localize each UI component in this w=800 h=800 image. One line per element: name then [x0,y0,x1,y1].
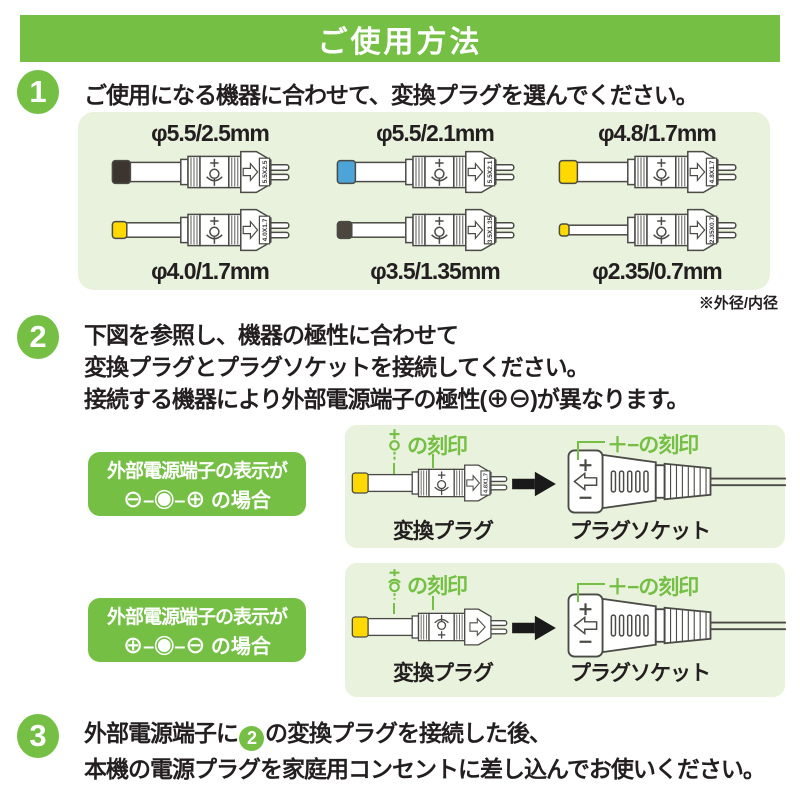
plug-size-label: φ4.8/1.7mm [598,120,717,146]
plug-size-label: φ2.35/0.7mm [592,258,722,284]
step1-badge: 1 [17,70,59,114]
step3-line1-post: の変換プラグを接続した後、 [265,720,552,746]
case2-plug-mark-label: の刻印 [407,575,468,598]
plug-socket-caption: プラグソケット [570,520,711,543]
step1-text: ご使用になる機器に合わせて、変換プラグを選んでください。 [84,82,699,108]
leader-line [393,463,395,474]
plug-illustration: 5.5X2.5 [110,148,290,196]
conversion-plug-caption: 変換プラグ [393,520,494,543]
svg-text:3.5X1.35: 3.5X1.35 [487,216,494,243]
plug-socket-caption: プラグソケット [570,662,711,685]
case2-condition-box: 外部電源端子の表示が ⊕–◉–⊖ の場合 [88,598,306,662]
step2-reference-number: 2 [246,728,257,748]
step2-text-line1: 下図を参照し、機器の極性に合わせて [84,322,459,348]
case2-socket-mark-label: ＋−の刻印 [607,576,699,599]
case1-plug-mark-label: の刻印 [407,435,468,458]
leader-line [432,596,434,610]
svg-text:4.8X1.7: 4.8X1.7 [709,160,716,183]
step3-number: 3 [29,718,47,753]
plug-selection-panel [78,112,770,290]
step3-badge: 3 [17,714,59,758]
step3-line1-pre: 外部電源端子に [84,720,239,746]
step2-text-line2: 変換プラグとプラグソケットを接続してください。 [84,354,590,380]
plug-illustration: 5.5X2.1 [335,148,515,196]
plug-size-label: φ4.0/1.7mm [151,258,270,284]
case1-condition-line1: 外部電源端子の表示が [106,460,288,482]
svg-text:4.0X1.7: 4.0X1.7 [262,218,269,241]
step2-number: 2 [29,319,47,354]
center-negative-mark-icon [386,567,403,601]
page-title: ご使用方法 [20,15,780,62]
step3-text-line1: 外部電源端子に 2 の変換プラグを接続した後、 [84,714,552,751]
page-title-text: ご使用方法 [317,25,483,59]
center-positive-mark-icon [386,427,403,461]
plug-illustration: 4.0X1.7 [110,206,290,254]
step1-number: 1 [29,74,47,109]
svg-text:5.5X2.5: 5.5X2.5 [262,160,269,183]
conversion-plug-illustration [350,606,508,648]
plug-socket-illustration [564,590,786,661]
plug-size-label: φ5.5/2.1mm [376,120,495,146]
step2-badge: 2 [17,315,59,359]
svg-text:2.35X0.7: 2.35X0.7 [709,216,716,243]
plug-size-label: φ3.5/1.35mm [370,258,500,284]
plug-socket-illustration [564,446,786,517]
plug-illustration: 4.8X1.7 [557,148,737,196]
step2-text-line3: 接続する機器により外部電源端子の極性(⊕⊖)が異なります。 [84,386,690,412]
step3-text-line2: 本機の電源プラグを家庭用コンセントに差し込んでお使いください。 [84,756,766,782]
direction-arrow [512,614,556,642]
step2-reference-badge: 2 [239,726,264,751]
leader-line [577,583,605,602]
svg-text:4.8X1.7: 4.8X1.7 [484,473,490,493]
case2-condition-line2: ⊕–◉–⊖ の場合 [123,635,271,658]
plug-illustration: 2.35X0.7 [557,206,737,254]
svg-text:5.5X2.1: 5.5X2.1 [487,160,494,183]
direction-arrow [512,470,556,498]
plug-size-label: φ5.5/2.5mm [151,120,270,146]
leader-line [577,441,605,460]
plug-illustration: 3.5X1.35 [335,206,515,254]
case2-condition-line1: 外部電源端子の表示が [106,606,288,628]
case1-condition-line2: ⊖–◉–⊕ の場合 [123,489,271,512]
conversion-plug-caption: 変換プラグ [393,662,494,685]
conversion-plug-illustration: 4.8X1.7 [350,462,508,504]
case1-condition-box: 外部電源端子の表示が ⊖–◉–⊕ の場合 [88,452,306,516]
outer-inner-diameter-note: ※外径/内径 [698,295,778,312]
case1-socket-mark-label: ＋−の刻印 [607,434,699,457]
leader-line [432,454,434,468]
leader-line [393,603,395,614]
